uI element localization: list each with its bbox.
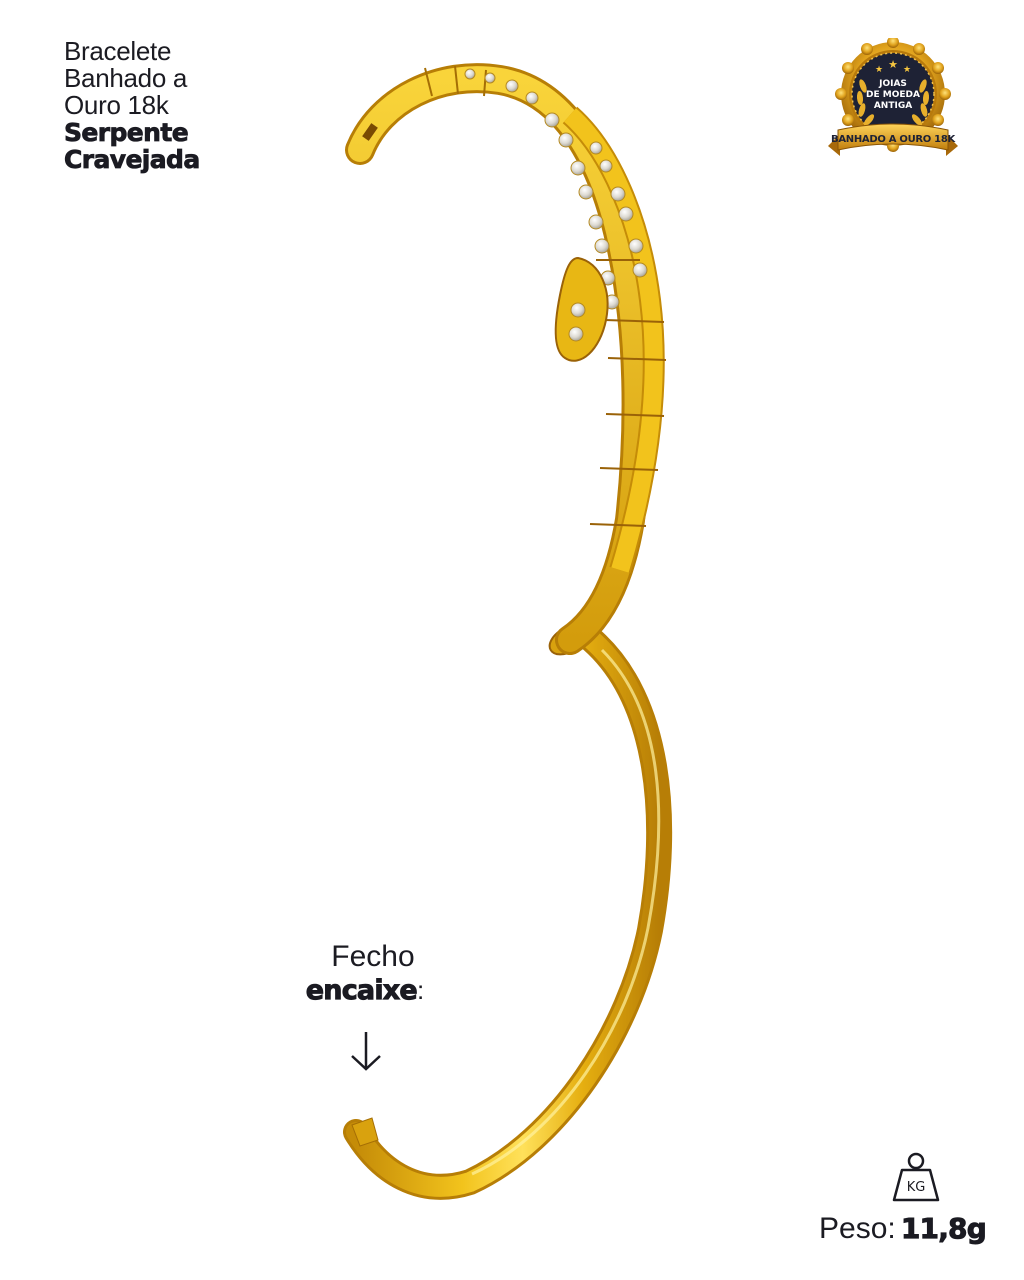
title-line-3: Ouro 18k <box>64 90 169 120</box>
svg-text:★: ★ <box>875 65 883 75</box>
product-name-line-2: Cravejada <box>64 145 201 174</box>
weight-kg-icon: KG <box>892 1152 940 1202</box>
weight-icon-label: KG <box>907 1180 926 1195</box>
product-name-line-1: Serpente <box>64 118 189 147</box>
svg-text:★: ★ <box>888 58 898 71</box>
down-arrow-icon <box>351 1032 381 1071</box>
product-title: Bracelete Banhado a Ouro 18k Serpente Cr… <box>64 36 201 174</box>
title-line-2: Banhado a <box>64 63 188 93</box>
weight-label: Peso: <box>819 1212 896 1245</box>
gold-seal-badge-icon: ★ ★ ★ JOIAS DE MOEDA ANTIGA BANHADO A OU… <box>828 38 958 156</box>
badge-line-1: JOIAS <box>878 79 907 89</box>
badge-line-3: ANTIGA <box>874 101 912 111</box>
clasp-note: Fecho encaixe: <box>290 940 440 1010</box>
badge-line-2: DE MOEDA <box>866 90 920 100</box>
svg-text:★: ★ <box>903 65 911 75</box>
weight-value: 11,8g <box>900 1212 987 1246</box>
clasp-note-colon: : <box>416 975 425 1005</box>
clasp-note-line-1: Fecho <box>331 940 415 973</box>
weight-info: Peso: 11,8g <box>819 1212 987 1246</box>
badge-ribbon-text: BANHADO A OURO 18K <box>831 134 956 145</box>
title-line-1: Bracelete <box>64 36 172 66</box>
clasp-note-line-2: encaixe <box>305 975 418 1007</box>
